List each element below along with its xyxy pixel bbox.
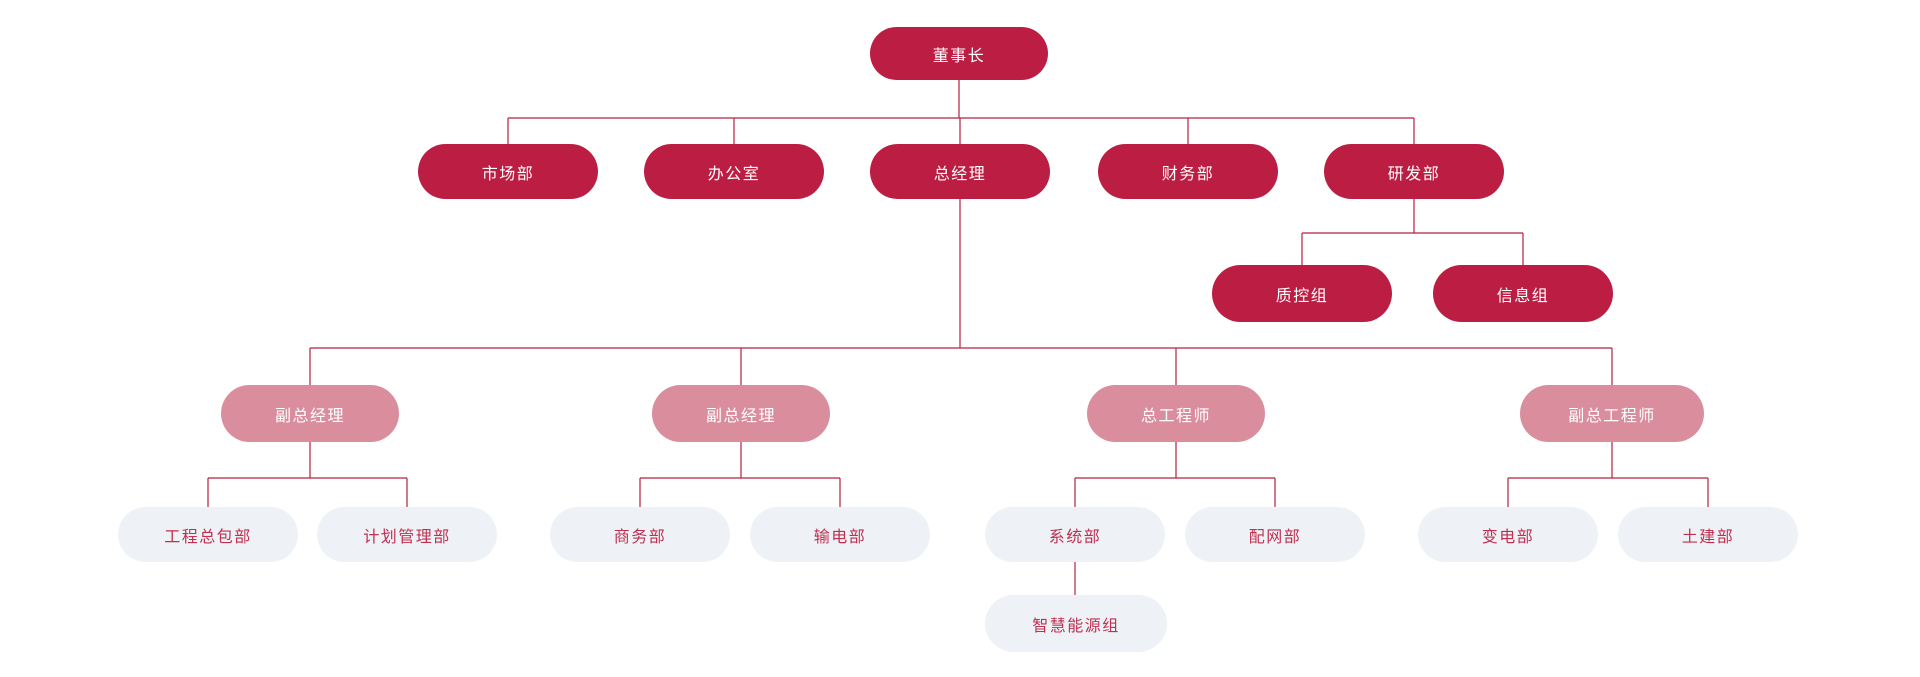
node-transmission-dept: 输电部 [750, 507, 930, 562]
node-deputy-gm-1: 副总经理 [221, 385, 399, 442]
node-epc-dept: 工程总包部 [118, 507, 298, 562]
node-chairman: 董事长 [870, 27, 1048, 80]
node-information-group: 信息组 [1433, 265, 1613, 322]
connector-deputy-chief-engineer-children [1507, 442, 1709, 507]
connector-deputy-gm-2-children [639, 442, 841, 507]
node-rnd-dept: 研发部 [1324, 144, 1504, 199]
node-system-dept: 系统部 [985, 507, 1165, 562]
connector-deputy-gm-1-children [207, 442, 408, 507]
node-chief-engineer: 总工程师 [1087, 385, 1265, 442]
node-civil-dept: 土建部 [1618, 507, 1798, 562]
node-quality-control-group: 质控组 [1212, 265, 1392, 322]
node-distribution-dept: 配网部 [1185, 507, 1365, 562]
node-general-manager: 总经理 [870, 144, 1050, 199]
connector-chief-engineer-children [1074, 442, 1276, 507]
node-finance-dept: 财务部 [1098, 144, 1278, 199]
node-deputy-gm-2: 副总经理 [652, 385, 830, 442]
node-substation-dept: 变电部 [1418, 507, 1598, 562]
node-marketing-dept: 市场部 [418, 144, 598, 199]
node-office: 办公室 [644, 144, 824, 199]
node-deputy-chief-engineer: 副总工程师 [1520, 385, 1704, 442]
connector-rnd-children [1301, 199, 1524, 265]
connector-gm-children [309, 199, 1613, 385]
node-planning-dept: 计划管理部 [317, 507, 497, 562]
connector-chairman-children [507, 80, 1415, 144]
node-smart-energy-group: 智慧能源组 [985, 595, 1167, 652]
node-commerce-dept: 商务部 [550, 507, 730, 562]
